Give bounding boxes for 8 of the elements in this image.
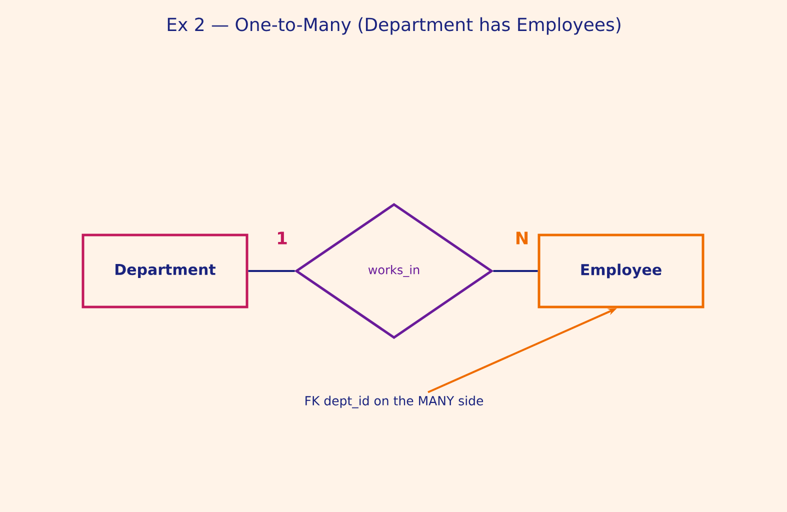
entity-box: Employee — [538, 234, 704, 308]
connector-line — [493, 270, 538, 272]
connector-line — [248, 270, 295, 272]
cardinality-label: 1 — [278, 232, 287, 244]
note-text: FK dept_id on the MANY side — [306, 396, 484, 408]
title: Ex 2 — One-to-Many (Department has Employees) — [168, 17, 620, 35]
cardinality-label: N — [516, 232, 528, 244]
entity-box: Department — [82, 234, 248, 308]
